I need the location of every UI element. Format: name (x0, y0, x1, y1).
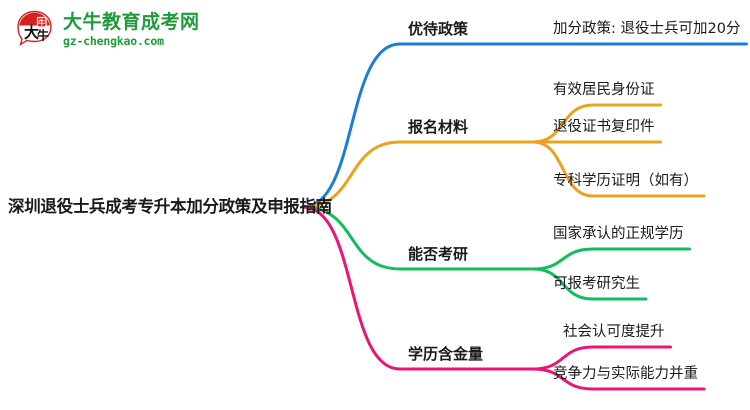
svg-text:牛: 牛 (38, 18, 45, 27)
mindmap-root-label: 深圳退役士兵成考专升本加分政策及申报指南 (8, 197, 333, 216)
logo-cn-name: 大牛教育成考网 (63, 10, 200, 33)
mindmap-branch-1-leaf-1[interactable]: 加分政策: 退役士兵可加20分 (553, 21, 741, 37)
logo-url: gz-chengkao.com (63, 33, 164, 48)
svg-text:大: 大 (24, 24, 39, 42)
mindmap-branch-1-label[interactable]: 优待政策 (408, 20, 469, 38)
mindmap-branch-2-label[interactable]: 报名材料 (408, 118, 469, 136)
connector-line (531, 247, 691, 271)
logo-wordmark: 大牛教育成考网 gz-chengkao.com (63, 10, 200, 48)
da-niu-speech-bubble-logo-icon: 牛 大 牛 (12, 8, 56, 52)
mindmap-branch-2-leaf-2[interactable]: 退役证书复印件 (553, 119, 655, 135)
mindmap-branch-4-leaf-1[interactable]: 社会认可度提升 (563, 324, 665, 340)
mindmap-branch-2-leaf-1[interactable]: 有效居民身份证 (553, 82, 655, 98)
site-logo: 牛 大 牛 大牛教育成考网 gz-chengkao.com (12, 8, 200, 52)
mindmap-branch-2-leaf-3[interactable]: 专科学历证明（如有） (553, 173, 698, 189)
mindmap-branch-3-leaf-2[interactable]: 可报考研究生 (553, 276, 640, 292)
svg-text:牛: 牛 (37, 28, 49, 43)
connector-line (301, 140, 535, 209)
mindmap-branch-4-label[interactable]: 学历含金量 (408, 345, 484, 363)
mindmap-branch-4-leaf-2[interactable]: 竞争力与实际能力并重 (553, 366, 698, 382)
mindmap-branch-3-label[interactable]: 能否考研 (408, 245, 469, 263)
mindmap-branch-3-leaf-1[interactable]: 国家承认的正规学历 (553, 226, 684, 242)
